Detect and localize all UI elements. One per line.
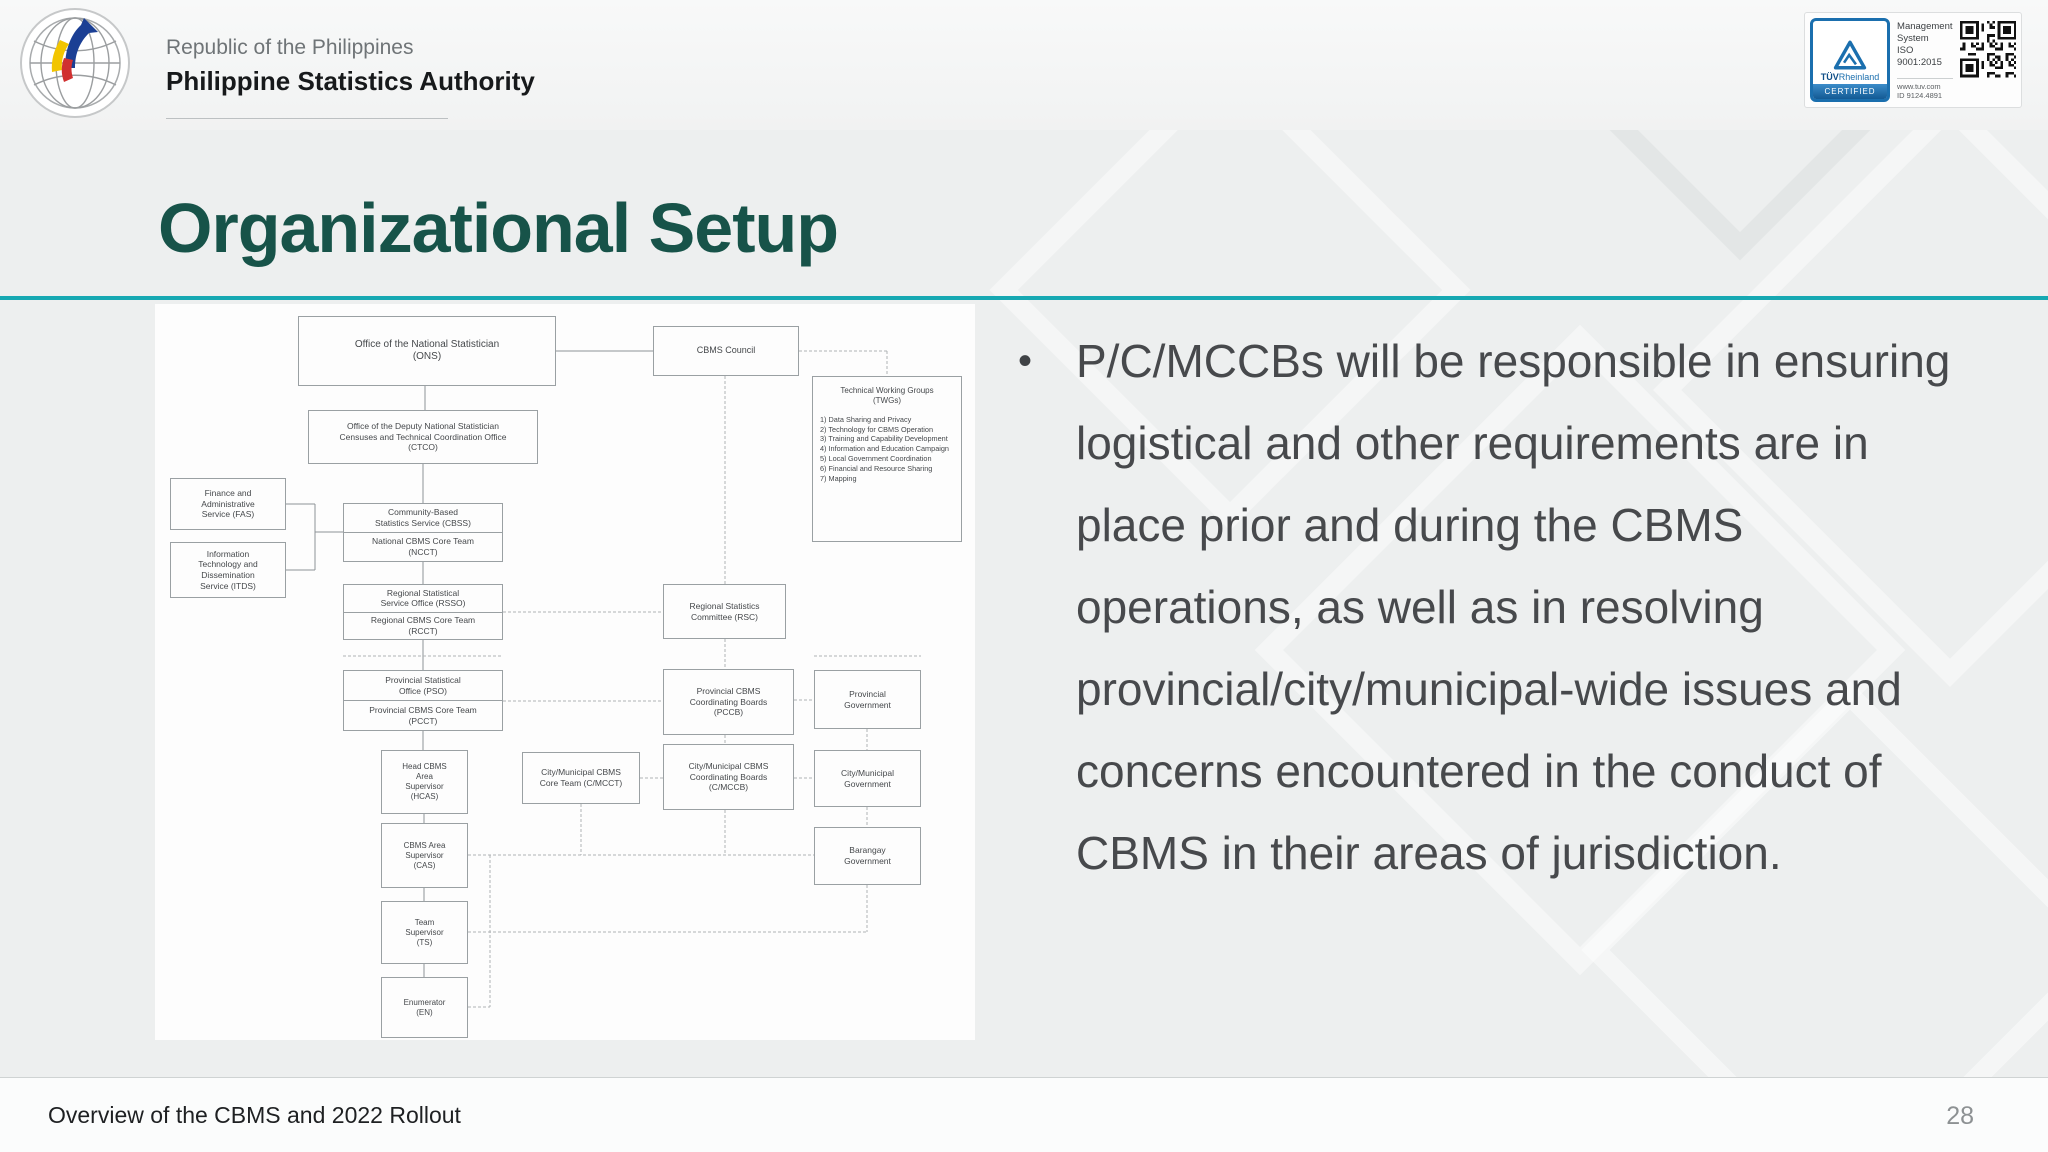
- org-node-itds: Information Technology and Dissemination…: [170, 542, 286, 598]
- header-agency: Philippine Statistics Authority: [166, 66, 535, 96]
- org-node-pccb: Provincial CBMS Coordinating Boards (PCC…: [663, 669, 794, 735]
- org-node-bgygov: Barangay Government: [814, 827, 921, 885]
- tuv-brand-label: TÜVRheinland: [1820, 72, 1880, 82]
- twg-item: 2) Technology for CBMS Operation: [820, 424, 934, 434]
- bullet-list: • P/C/MCCBs will be responsible in ensur…: [1018, 320, 1978, 894]
- org-node-pso-top: Provincial Statistical Office (PSO): [344, 671, 502, 701]
- qr-code: [1959, 20, 2016, 78]
- tuv-certification-badge: TÜVRheinland CERTIFIED Management System…: [1804, 12, 2022, 108]
- org-node-rsso-top: Regional Statistical Service Office (RSS…: [344, 585, 502, 613]
- title-divider-line: [0, 296, 2048, 300]
- org-chart-connectors: [286, 350, 921, 1008]
- org-chart-panel: Office of the National Statistician (ONS…: [155, 304, 975, 1040]
- footer-bar: Overview of the CBMS and 2022 Rollout 28: [0, 1077, 2048, 1152]
- org-node-cmcct: City/Municipal CBMS Core Team (C/MCCT): [522, 752, 640, 804]
- org-node-cbss-bottom: National CBMS Core Team (NCCT): [372, 536, 474, 557]
- org-node-ts: Team Supervisor (TS): [381, 901, 468, 964]
- twg-item: 6) Financial and Resource Sharing: [820, 464, 933, 473]
- psa-logo-icon: [20, 8, 130, 118]
- bullet-item: • P/C/MCCBs will be responsible in ensur…: [1018, 320, 1978, 894]
- org-node-ons: Office of the National Statistician (ONS…: [298, 316, 556, 386]
- tuv-logo: TÜVRheinland CERTIFIED: [1810, 18, 1891, 102]
- org-node-rsso: Regional Statistical Service Office (RSS…: [343, 584, 503, 640]
- org-node-hcas: Head CBMS Area Supervisor (HCAS): [381, 750, 468, 814]
- page-number: 28: [1946, 1102, 1974, 1130]
- org-node-cbss: Community-Based Statistics Service (CBSS…: [343, 503, 503, 562]
- footer-title: Overview of the CBMS and 2022 Rollout: [48, 1102, 461, 1128]
- org-node-twg: Technical Working Groups (TWGs)1) Data S…: [812, 376, 962, 542]
- header-bar: Republic of the Philippines Philippine S…: [0, 0, 2048, 130]
- org-node-pso: Provincial Statistical Office (PSO) Provi…: [343, 670, 503, 731]
- org-node-council: CBMS Council: [653, 326, 799, 376]
- org-node-ctco: Office of the Deputy National Statistici…: [308, 410, 538, 464]
- org-node-rsso-bottom: Regional CBMS Core Team (RCCT): [370, 615, 476, 636]
- header-republic: Republic of the Philippines: [166, 36, 414, 59]
- org-node-en: Enumerator (EN): [381, 977, 468, 1038]
- twg-item: 1) Data Sharing and Privacy: [820, 414, 912, 424]
- org-node-cmgov: City/Municipal Government: [814, 750, 921, 807]
- org-node-provgov: Provincial Government: [814, 670, 921, 729]
- tuv-triangle-icon: [1833, 40, 1867, 70]
- org-node-cas: CBMS Area Supervisor (CAS): [381, 823, 468, 888]
- tuv-cert-id: www.tuv.com ID 9124.4891: [1897, 77, 1953, 102]
- bullet-text: P/C/MCCBs will be responsible in ensurin…: [1076, 335, 1951, 879]
- tuv-certified-label: CERTIFIED: [1813, 84, 1888, 99]
- org-node-rsc: Regional Statistics Committee (RSC): [663, 584, 786, 639]
- twg-item: 3) Training and Capability Development: [820, 434, 948, 444]
- twg-item: 5) Local Government Coordination: [820, 454, 932, 464]
- bullet-marker: •: [1018, 339, 1033, 383]
- tuv-cert-text: Management System ISO 9001:2015 www.tuv.…: [1897, 21, 1953, 102]
- twg-item: 7) Mapping: [820, 473, 857, 483]
- twg-item: 4) Information and Education Campaign: [820, 444, 949, 454]
- org-node-cmccb: City/Municipal CBMS Coordinating Boards …: [663, 744, 794, 810]
- org-node-cbss-top: Community-Based Statistics Service (CBSS…: [344, 504, 502, 533]
- twg-heading: Technical Working Groups (TWGs): [840, 386, 934, 406]
- org-node-pso-bottom: Provincial CBMS Core Team (PCCT): [369, 704, 477, 726]
- page-title: Organizational Setup: [158, 189, 839, 267]
- header-underline: [166, 118, 448, 119]
- org-node-fas: Finance and Administrative Service (FAS): [170, 478, 286, 530]
